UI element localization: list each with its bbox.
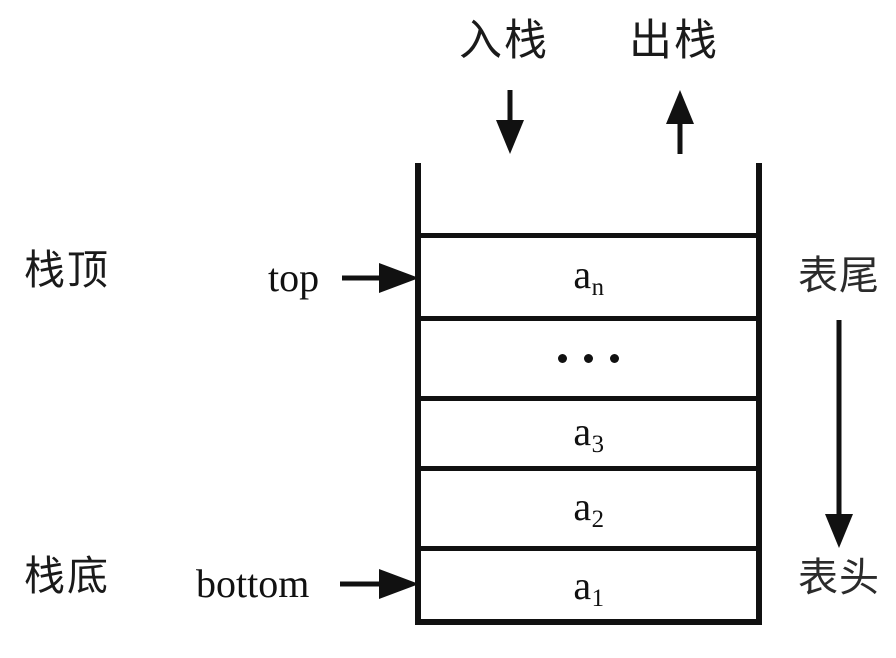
- stack-cell-a3-label: a3: [573, 408, 605, 458]
- stack-cell-a2-label: a2: [573, 483, 605, 533]
- stack-top-label: 栈顶: [24, 246, 110, 294]
- stack-cell-ellipsis: [421, 316, 756, 396]
- push-operation-label: 入栈: [459, 16, 549, 66]
- pop-up-arrow-icon: [665, 90, 695, 154]
- bottom-pointer-label: bottom: [196, 561, 310, 606]
- stack-cell-a3: a3: [421, 396, 756, 466]
- bottom-pointer-arrow-icon: [340, 568, 419, 600]
- list-tail-label: 表尾: [798, 253, 880, 299]
- ellipsis-icon: [558, 354, 619, 363]
- pop-operation-label: 出栈: [629, 16, 719, 66]
- top-pointer-label: top: [268, 255, 320, 300]
- stack-cell-a1-label: a1: [573, 563, 605, 613]
- stack-container: an a3 a2 a1: [415, 163, 762, 625]
- top-pointer-arrow-icon: [342, 262, 419, 294]
- stack-bottom-label: 栈底: [24, 552, 110, 600]
- list-direction-down-arrow-icon: [824, 320, 854, 548]
- stack-cell-a2: a2: [421, 466, 756, 546]
- list-head-label: 表头: [798, 555, 880, 601]
- stack-cell-an: an: [421, 233, 756, 316]
- push-down-arrow-icon: [495, 90, 525, 154]
- stack-cell-an-label: an: [573, 252, 605, 302]
- stack-cell-a1: a1: [421, 546, 756, 625]
- stack-cell-empty-top: [421, 163, 756, 233]
